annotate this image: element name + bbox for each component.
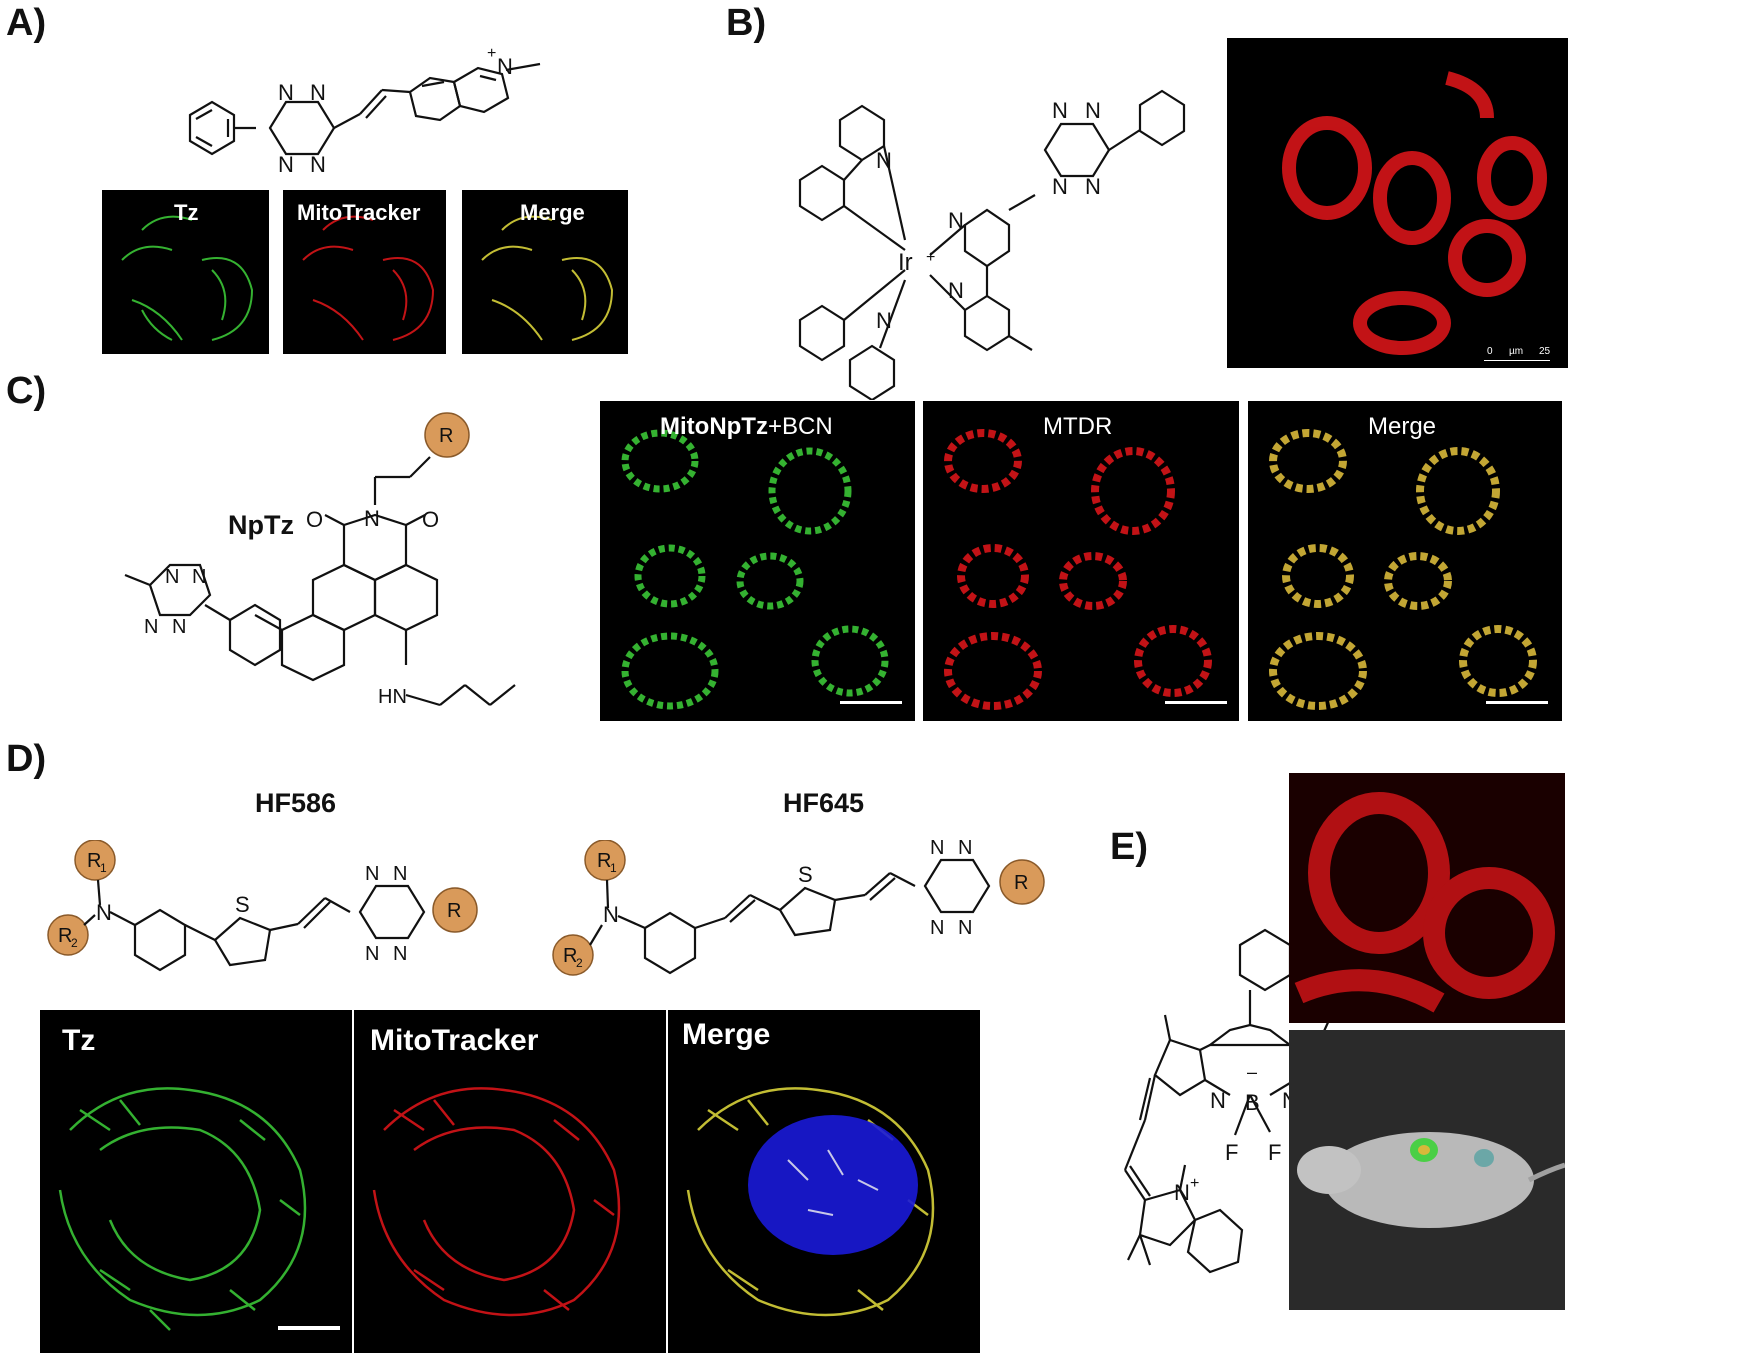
compound-name-nptz: NpTz — [228, 510, 294, 540]
panel-e-image-fluorescence — [1289, 773, 1565, 1023]
panel-d-label-tz: Tz — [62, 1024, 96, 1057]
svg-text:N: N — [393, 943, 407, 965]
panel-c-label-mtdr: MTDR — [1043, 413, 1113, 440]
svg-text:N: N — [603, 902, 619, 927]
panel-a-image-merge: Merge — [462, 190, 628, 354]
svg-text:R: R — [87, 850, 101, 872]
svg-text:N: N — [876, 148, 892, 173]
svg-text:N: N — [1174, 1180, 1190, 1205]
panel-label-e: E) — [1110, 826, 1148, 868]
panel-d-label-mitotracker: MitoTracker — [370, 1024, 539, 1057]
svg-text:N: N — [96, 900, 112, 925]
compound-name-hf586: HF586 — [255, 788, 337, 818]
svg-text:1: 1 — [610, 861, 617, 875]
svg-text:R: R — [563, 945, 577, 967]
panel-c-structure: R N O O N N N N HN — [124, 412, 516, 708]
panel-c-label-mitonptz: MitoNpTz+BCN — [660, 413, 833, 440]
svg-text:N: N — [278, 80, 294, 105]
svg-text:–: – — [1247, 1062, 1257, 1082]
panel-e-image-mouse — [1289, 1030, 1565, 1310]
svg-text:N: N — [948, 278, 964, 303]
svg-text:N: N — [1085, 98, 1101, 123]
panel-a-label-tz: Tz — [174, 200, 199, 225]
panel-a-structure: N N N N N + — [188, 45, 541, 177]
svg-text:N: N — [497, 54, 513, 79]
svg-text:N: N — [365, 943, 379, 965]
panel-d-structures: R 1 R 2 N S N N N N R R 1 R 2 N S N N N … — [47, 840, 1045, 976]
svg-text:N: N — [165, 566, 179, 588]
svg-text:+: + — [926, 249, 935, 266]
svg-text:N: N — [930, 917, 944, 939]
svg-text:N: N — [948, 208, 964, 233]
panel-d-image-merge: Merge — [668, 1010, 980, 1353]
panel-b-structure: Ir + N N N N N N N N — [798, 89, 1186, 400]
scale-start: 0 — [1487, 346, 1493, 357]
panel-c-image-mtdr: MTDR — [923, 401, 1239, 721]
panel-a-image-tz: Tz — [102, 190, 269, 354]
svg-text:N: N — [365, 863, 379, 885]
svg-text:O: O — [422, 507, 439, 532]
svg-text:R: R — [447, 900, 461, 922]
svg-text:HN: HN — [378, 686, 407, 708]
svg-text:N: N — [1085, 174, 1101, 199]
svg-text:O: O — [306, 507, 323, 532]
svg-text:R: R — [439, 425, 453, 447]
scale-end: 25 — [1539, 346, 1551, 357]
svg-text:R: R — [58, 925, 72, 947]
svg-text:N: N — [958, 917, 972, 939]
svg-text:S: S — [798, 862, 813, 887]
panel-a-label-mitotracker: MitoTracker — [297, 200, 421, 225]
svg-text:F: F — [1225, 1140, 1238, 1165]
panel-a-label-merge: Merge — [520, 200, 585, 225]
svg-text:+: + — [487, 45, 496, 62]
svg-text:2: 2 — [71, 936, 78, 950]
svg-text:N: N — [1052, 98, 1068, 123]
svg-text:2: 2 — [576, 956, 583, 970]
svg-text:Ir: Ir — [898, 249, 913, 276]
scale-unit: µm — [1509, 346, 1524, 357]
svg-text:N: N — [310, 152, 326, 177]
svg-text:R: R — [597, 850, 611, 872]
panel-label-c: C) — [6, 370, 47, 412]
svg-text:F: F — [1268, 1140, 1281, 1165]
svg-text:N: N — [1052, 174, 1068, 199]
panel-label-d: D) — [6, 738, 47, 780]
svg-text:N: N — [958, 840, 972, 859]
panel-c-label-merge: Merge — [1368, 413, 1437, 440]
svg-text:1: 1 — [100, 861, 107, 875]
svg-text:N: N — [393, 863, 407, 885]
svg-text:N: N — [192, 566, 206, 588]
svg-text:R: R — [1014, 872, 1028, 894]
svg-text:S: S — [235, 892, 250, 917]
svg-text:N: N — [930, 840, 944, 859]
svg-text:N: N — [364, 506, 380, 531]
panel-c-image-mitonptz: MitoNpTz+BCN — [600, 401, 915, 721]
panel-c-image-merge: Merge — [1248, 401, 1562, 721]
panel-d-image-mitotracker: MitoTracker — [354, 1010, 666, 1353]
panel-b-image: 0 µm 25 — [1227, 38, 1568, 368]
panel-label-a: A) — [6, 2, 47, 44]
svg-text:N: N — [876, 308, 892, 333]
svg-text:B: B — [1245, 1090, 1260, 1115]
compound-name-hf645: HF645 — [783, 788, 865, 818]
svg-text:N: N — [310, 80, 326, 105]
svg-text:+: + — [1190, 1175, 1199, 1192]
svg-text:N: N — [1210, 1088, 1226, 1113]
svg-text:N: N — [144, 616, 158, 638]
svg-text:N: N — [172, 616, 186, 638]
panel-d-image-tz: Tz — [40, 1010, 352, 1353]
svg-text:N: N — [278, 152, 294, 177]
panel-label-b: B) — [726, 2, 767, 44]
panel-a-image-mitotracker: MitoTracker — [283, 190, 446, 354]
panel-d-label-merge: Merge — [682, 1018, 771, 1051]
